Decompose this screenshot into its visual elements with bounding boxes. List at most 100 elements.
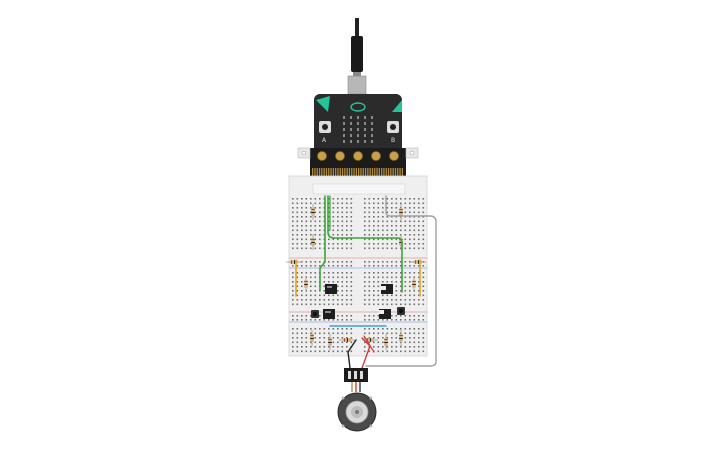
edge-pin-3V[interactable] xyxy=(371,151,381,161)
button-b[interactable]: B xyxy=(387,121,399,144)
edge-strip xyxy=(321,168,323,182)
resistor[interactable] xyxy=(304,276,308,292)
wire-black xyxy=(347,339,357,369)
led xyxy=(371,122,373,125)
pushbutton-left[interactable] xyxy=(311,310,319,318)
resistor[interactable] xyxy=(339,338,355,342)
wires[interactable] xyxy=(295,195,437,369)
edge-strip xyxy=(355,168,357,182)
resistor[interactable] xyxy=(399,204,403,220)
edge-strip xyxy=(371,168,374,182)
microbit-logo-icon xyxy=(350,102,366,112)
led xyxy=(350,140,352,143)
continuous-servo[interactable] xyxy=(337,392,377,432)
button-a-label: A xyxy=(322,137,327,144)
edge-strip xyxy=(399,168,401,182)
edge-strip xyxy=(367,168,369,182)
resistor[interactable] xyxy=(328,334,332,350)
edge-strip xyxy=(348,168,351,182)
led xyxy=(343,116,345,119)
edge-strip xyxy=(360,168,362,182)
edge-strip xyxy=(312,168,314,182)
wire-green-1 xyxy=(327,195,403,293)
edge-strip xyxy=(385,168,387,182)
resistors[interactable] xyxy=(286,204,426,350)
led xyxy=(343,128,345,131)
edge-strip xyxy=(323,168,325,182)
led xyxy=(364,116,366,119)
edge-pin-1[interactable] xyxy=(335,151,345,161)
edge-pin-GND[interactable] xyxy=(389,151,399,161)
edge-pin-2[interactable] xyxy=(353,151,363,161)
led xyxy=(343,134,345,137)
edge-strip xyxy=(369,168,371,182)
edge-strip xyxy=(353,168,355,182)
edge-strip xyxy=(390,168,392,182)
chip-2[interactable] xyxy=(381,284,393,294)
resistor[interactable] xyxy=(412,276,416,292)
resistor[interactable] xyxy=(384,334,388,350)
edge-strip xyxy=(358,168,360,182)
wire-green-2 xyxy=(319,195,326,291)
edge-strip xyxy=(381,168,383,182)
edge-strip xyxy=(316,168,318,182)
led xyxy=(357,122,359,125)
resistor[interactable] xyxy=(310,330,314,346)
resistor[interactable] xyxy=(311,204,315,220)
led xyxy=(371,140,373,143)
breadboard-holes xyxy=(292,198,425,353)
led xyxy=(350,134,352,137)
edge-strip xyxy=(351,168,353,182)
button-b-label: B xyxy=(391,137,395,144)
wire-red-2 xyxy=(363,335,375,353)
led-matrix xyxy=(343,116,373,143)
button-a[interactable]: A xyxy=(319,121,331,144)
edge-strip xyxy=(376,168,378,182)
edge-strip xyxy=(362,168,364,182)
led xyxy=(350,122,352,125)
edge-connector[interactable] xyxy=(312,151,403,183)
breadboard[interactable] xyxy=(288,175,428,357)
edge-strip xyxy=(374,168,376,182)
wire-grey-signal xyxy=(365,195,437,367)
edge-strip xyxy=(364,168,367,182)
led xyxy=(350,116,352,119)
chip-3[interactable] xyxy=(323,309,335,319)
resistor[interactable] xyxy=(311,234,315,250)
edge-strip xyxy=(341,168,344,182)
chip-4[interactable] xyxy=(379,309,391,319)
led xyxy=(350,128,352,131)
edge-strip xyxy=(401,168,403,182)
led xyxy=(371,128,373,131)
resistor[interactable] xyxy=(399,330,403,346)
edge-strip xyxy=(383,168,385,182)
pushbutton-right[interactable] xyxy=(397,307,405,315)
edge-strip xyxy=(346,168,348,182)
led xyxy=(357,140,359,143)
edge-strip xyxy=(330,168,332,182)
led xyxy=(364,140,366,143)
led xyxy=(364,134,366,137)
edge-strip xyxy=(387,168,390,182)
led xyxy=(357,134,359,137)
led xyxy=(343,140,345,143)
edge-strip xyxy=(397,168,399,182)
led xyxy=(371,134,373,137)
led xyxy=(364,122,366,125)
microbit-board[interactable]: A B xyxy=(297,94,419,186)
edge-strip xyxy=(392,168,394,182)
edge-strip xyxy=(335,168,337,182)
chip-1[interactable] xyxy=(325,284,337,294)
edge-strip xyxy=(314,168,316,182)
edge-strip xyxy=(325,168,328,182)
led xyxy=(371,116,373,119)
servo-connector[interactable] xyxy=(344,368,368,392)
edge-strip xyxy=(378,168,380,182)
edge-strip xyxy=(339,168,341,182)
edge-strip xyxy=(328,168,330,182)
edge-pin-0[interactable] xyxy=(317,151,327,161)
usb-cable[interactable] xyxy=(347,18,367,95)
led xyxy=(364,128,366,131)
led xyxy=(357,116,359,119)
